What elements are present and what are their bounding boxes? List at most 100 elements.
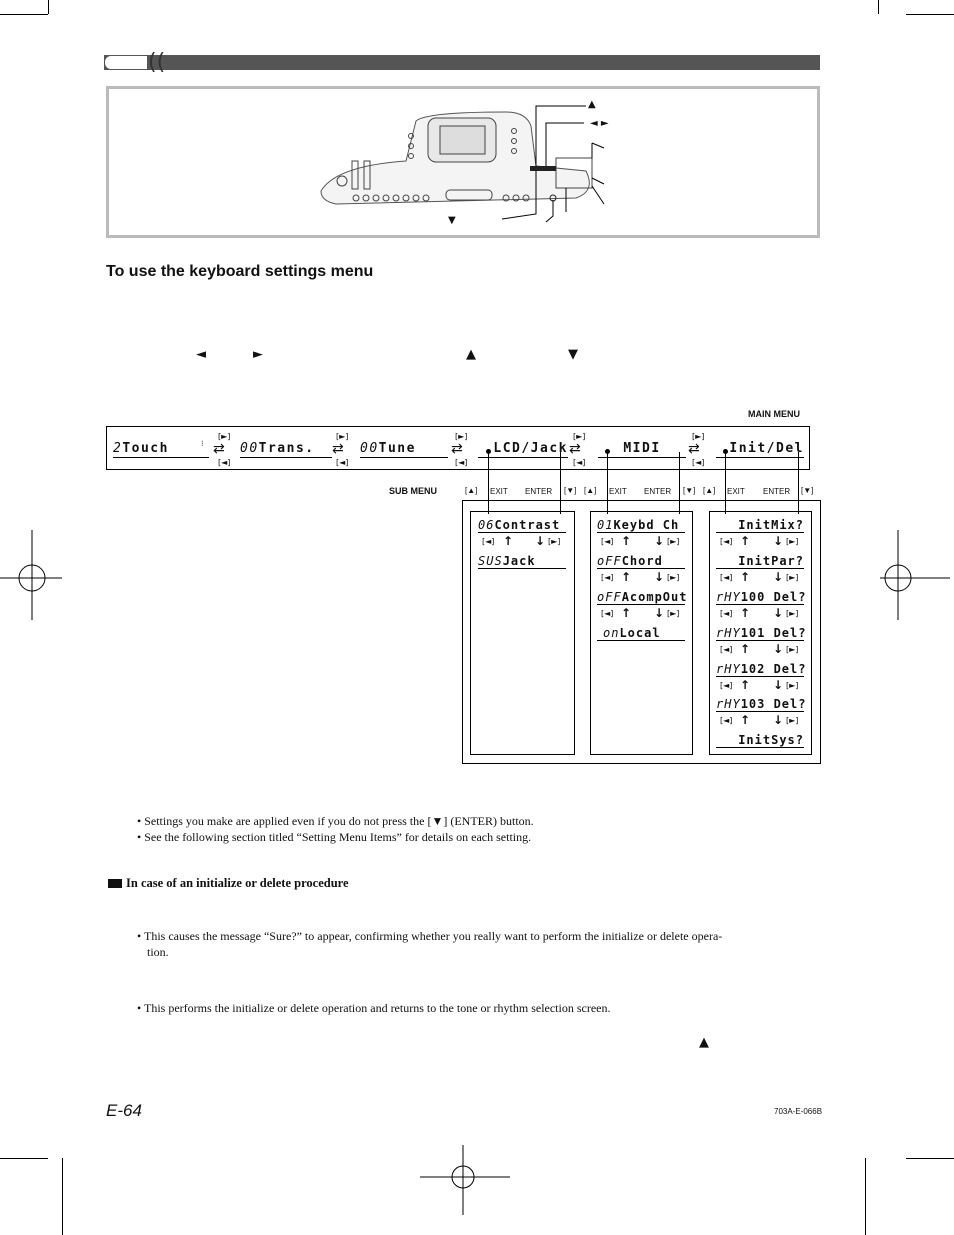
sub-menu-column-init-del (709, 511, 812, 755)
sub-item-label: InitSys? (738, 733, 804, 747)
lcd-label: MIDI (623, 441, 661, 456)
nav-up-arrow-icon: ↑ (621, 570, 632, 584)
sub-item-value: rHY (716, 697, 741, 711)
sub-item-value: rHY (716, 626, 741, 640)
nav-right: [►] (786, 681, 799, 690)
nav-up-arrow-icon: ↑ (740, 678, 751, 692)
sub-item-contrast: 06Contrast (478, 518, 566, 533)
nav-right: [►] (548, 537, 561, 546)
section-bullet-icon (108, 879, 122, 888)
crop-mark (0, 1158, 48, 1159)
nav-up-arrow-icon: ↑ (740, 642, 751, 656)
sub-header-exit: EXIT (609, 487, 627, 496)
main-menu-item-midi: MIDI (598, 441, 686, 458)
nav-up-arrow-icon: ↑ (740, 606, 751, 620)
crop-mark (878, 0, 879, 14)
sub-menu-column-midi (590, 511, 693, 755)
section-heading: To use the keyboard settings menu (106, 263, 374, 280)
document-code: 703A-E-066B (774, 1107, 823, 1116)
sub-header-exit: EXIT (727, 487, 745, 496)
fwd-label: [►] (692, 432, 705, 441)
sub-item-acompout: oFFAcompOut (597, 590, 688, 605)
up-arrow-icon: ▲ (699, 1035, 709, 1050)
nav-left: [◄] (720, 537, 733, 546)
sub-item-keybd-ch: 01Keybd Ch (597, 518, 685, 533)
sub-menu-column-lcd-jack (470, 511, 575, 755)
touch-indicator-icon: ⁝ (201, 439, 204, 448)
sub-item-initsys: InitSys? (716, 733, 804, 748)
nav-right: [►] (786, 645, 799, 654)
sub-item-initpar: InitPar? (716, 554, 804, 569)
sub-menu-panel (462, 500, 821, 764)
right-arrow-icon: ► (253, 347, 263, 362)
nav-left: [◄] (720, 681, 733, 690)
lcd-label: Tune (378, 441, 416, 456)
sub-header-up: [▲] (584, 486, 597, 495)
sub-item-label: 102 Del? (740, 662, 807, 676)
down-arrow-label: ▼ (448, 215, 456, 226)
main-menu-item-lcd-jack: LCD/Jack (478, 441, 568, 458)
sub-item-chord: oFFChord (597, 554, 685, 569)
sub-item-label: Contrast (494, 518, 561, 532)
sub-header-down: [▼] (564, 486, 577, 495)
main-menu-strip (106, 426, 810, 470)
sub-item-local: onLocal (597, 626, 685, 641)
keyboard-illustration (320, 105, 605, 223)
nav-down-arrow-icon: ↓ (535, 534, 546, 548)
sub-header-enter: ENTER (525, 487, 553, 496)
nav-right: [►] (667, 573, 680, 582)
nav-right: [►] (786, 716, 799, 725)
main-menu-item-touch: 2Touch (113, 441, 209, 458)
sub-header-enter: ENTER (644, 487, 672, 496)
sub-header-down: [▼] (683, 486, 696, 495)
sub-item-label: Jack (502, 554, 536, 568)
registration-mark (880, 530, 950, 620)
connector-line (488, 452, 489, 514)
sub-item-label: InitPar? (738, 554, 804, 568)
sub-item-value: 01 (597, 518, 614, 532)
nav-right: [►] (786, 537, 799, 546)
sub-item-value: 06 (478, 518, 495, 532)
crop-mark (906, 14, 954, 15)
connector-line (725, 452, 726, 514)
nav-up-arrow-icon: ↑ (740, 534, 751, 548)
nav-left: [◄] (601, 537, 614, 546)
nav-left: [◄] (720, 716, 733, 725)
lcd-label: Trans. (258, 441, 315, 456)
sub-item-label: Keybd Ch (613, 518, 680, 532)
sub-header-enter: ENTER (763, 487, 791, 496)
sub-item-label: 100 Del? (740, 590, 807, 604)
sub-item-value: SUS (478, 554, 503, 568)
sub-item-label: Local (619, 626, 661, 640)
bullet-2: • This performs the initialize or delete… (137, 1001, 611, 1015)
lcd-label: LCD/Jack (493, 441, 568, 456)
nav-left: [◄] (601, 573, 614, 582)
nav-right: [►] (667, 537, 680, 546)
connector-line (679, 452, 680, 514)
connector-dot (723, 449, 728, 454)
connector-line (607, 452, 608, 514)
sub-item-rhy102: rHY102 Del? (716, 662, 807, 677)
nav-down-arrow-icon: ↓ (773, 606, 784, 620)
swap-arrows-icon: ⇄ (451, 441, 463, 457)
nav-left: [◄] (720, 609, 733, 618)
sub-item-label: AcompOut (621, 590, 688, 604)
page-number: E-64 (106, 1101, 142, 1120)
sub-item-rhy100: rHY100 Del? (716, 590, 807, 605)
nav-left: [◄] (720, 645, 733, 654)
sub-header-exit: EXIT (490, 487, 508, 496)
registration-mark (0, 530, 62, 620)
swap-arrows-icon: ⇄ (569, 441, 581, 457)
main-menu-item-trans: 00Trans. (240, 441, 332, 458)
registration-mark (420, 1145, 510, 1215)
nav-up-arrow-icon: ↑ (503, 534, 514, 548)
fwd-label: [►] (455, 432, 468, 441)
nav-up-arrow-icon: ↑ (740, 570, 751, 584)
note-1: • Settings you make are applied even if … (137, 814, 534, 828)
lcd-label: Init/Del (729, 441, 804, 456)
sub-item-value: oFF (597, 554, 622, 568)
note-2: • See the following section titled “Sett… (137, 830, 532, 844)
back-label: [◄] (336, 458, 349, 467)
nav-down-arrow-icon: ↓ (654, 606, 665, 620)
sub-header-up: [▲] (703, 486, 716, 495)
